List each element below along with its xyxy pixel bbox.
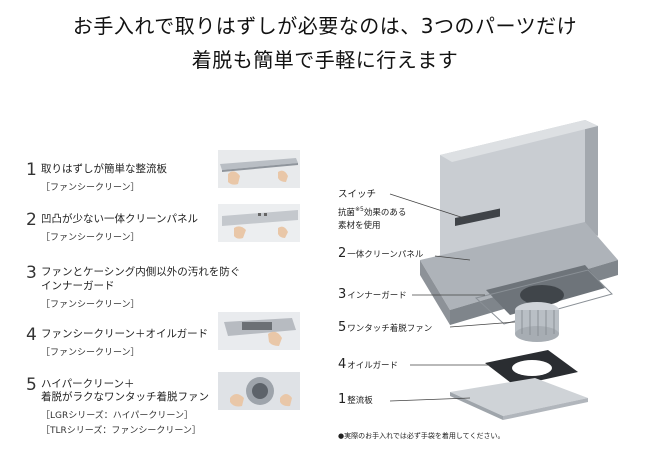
part-number: 3 — [338, 287, 347, 302]
antibacterial-text: 抗菌 — [338, 208, 356, 218]
step-number: 4 — [26, 325, 37, 345]
footnote-marker: ※5 — [355, 206, 364, 214]
step-subtitle: ［ファンシークリーン］ — [41, 233, 140, 243]
part-name: 整流板 — [347, 396, 373, 406]
step-number: 1 — [26, 160, 37, 180]
range-hood-exploded-diagram — [389, 120, 618, 420]
part-name: インナーガード — [347, 291, 407, 301]
step-title-line-2: 着脱がラクなワンタッチ着脱ファン — [41, 391, 209, 403]
clean-panel-photo — [218, 204, 300, 242]
part-number: 4 — [338, 357, 347, 372]
part-label-oil-guard: 4オイルガード — [338, 357, 398, 372]
oil-guard-photo — [218, 312, 300, 350]
fan-removal-photo — [218, 372, 300, 410]
antibacterial-note-line-2: 素材を使用 — [338, 221, 381, 231]
step-subtitle-2: ［TLRシリーズ：ファンシークリーン］ — [41, 426, 201, 436]
part-number: 5 — [338, 320, 347, 335]
step-number: 2 — [26, 210, 37, 230]
part-name: オイルガード — [347, 361, 399, 371]
step-subtitle: ［ファンシークリーン］ — [41, 348, 140, 358]
step-title-line-2: インナーガード — [41, 280, 115, 292]
step-number: 3 — [26, 263, 37, 283]
antibacterial-note: 抗菌※5効果のある — [338, 206, 406, 218]
part-label-inner-guard: 3インナーガード — [338, 287, 407, 302]
step-subtitle: ［ファンシークリーン］ — [41, 300, 140, 310]
step-title: ファンシークリーン＋オイルガード — [41, 328, 209, 340]
baffle-plate-photo — [218, 150, 300, 188]
antibacterial-text-2: 効果のある — [363, 208, 407, 218]
step-title: ハイパークリーン＋ — [41, 378, 135, 390]
headline-line-1: お手入れで取りはずしが必要なのは、3つのパーツだけ — [72, 14, 578, 38]
part-label-fan: 5ワンタッチ着脱ファン — [338, 320, 432, 335]
step-title: 凹凸が少ない一体クリーンパネル — [41, 213, 198, 225]
part-number: 2 — [338, 246, 347, 261]
step-title: ファンとケーシング内側以外の汚れを防ぐ — [41, 266, 241, 278]
step-number: 5 — [26, 375, 37, 395]
step-title: 取りはずしが簡単な整流板 — [41, 163, 167, 175]
step-subtitle: ［LGRシリーズ：ハイパークリーン］ — [41, 411, 193, 421]
step-subtitle: ［ファンシークリーン］ — [41, 183, 140, 193]
part-number: 1 — [338, 392, 347, 407]
glove-footnote: ●実際のお手入れでは必ず手袋を着用してください。 — [338, 432, 505, 440]
headline-line-2: 着脱も簡単で手軽に行えます — [191, 48, 459, 72]
switch-label: スイッチ — [338, 189, 377, 200]
part-label-baffle-plate: 1整流板 — [338, 392, 373, 407]
part-label-clean-panel: 2一体クリーンパネル — [338, 246, 423, 261]
part-name: ワンタッチ着脱ファン — [347, 324, 433, 334]
part-name: 一体クリーンパネル — [347, 250, 424, 260]
